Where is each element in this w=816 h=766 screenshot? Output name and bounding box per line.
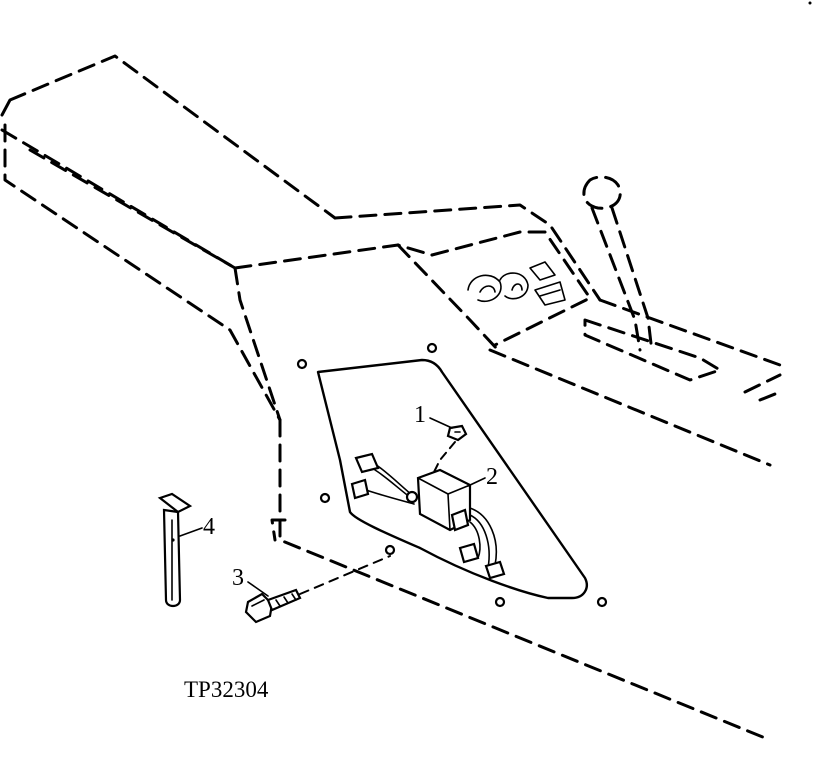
callout-3: 3 <box>232 565 244 591</box>
leader-lines <box>179 417 486 597</box>
figure-id: TP32304 <box>184 677 269 702</box>
cap-screw <box>244 555 391 624</box>
mounting-holes <box>296 342 608 608</box>
corner-mark <box>808 1 812 5</box>
callout-1: 1 <box>414 402 426 428</box>
shift-lever <box>582 175 722 382</box>
panel-symbols <box>467 261 566 306</box>
control-module <box>416 468 472 532</box>
nut <box>419 424 468 501</box>
access-opening <box>316 358 588 600</box>
callout-2: 2 <box>486 464 498 490</box>
cable-tie <box>157 492 193 608</box>
wire-connectors <box>350 452 506 580</box>
console-housing-outline <box>0 54 782 742</box>
callout-4: 4 <box>203 514 215 540</box>
